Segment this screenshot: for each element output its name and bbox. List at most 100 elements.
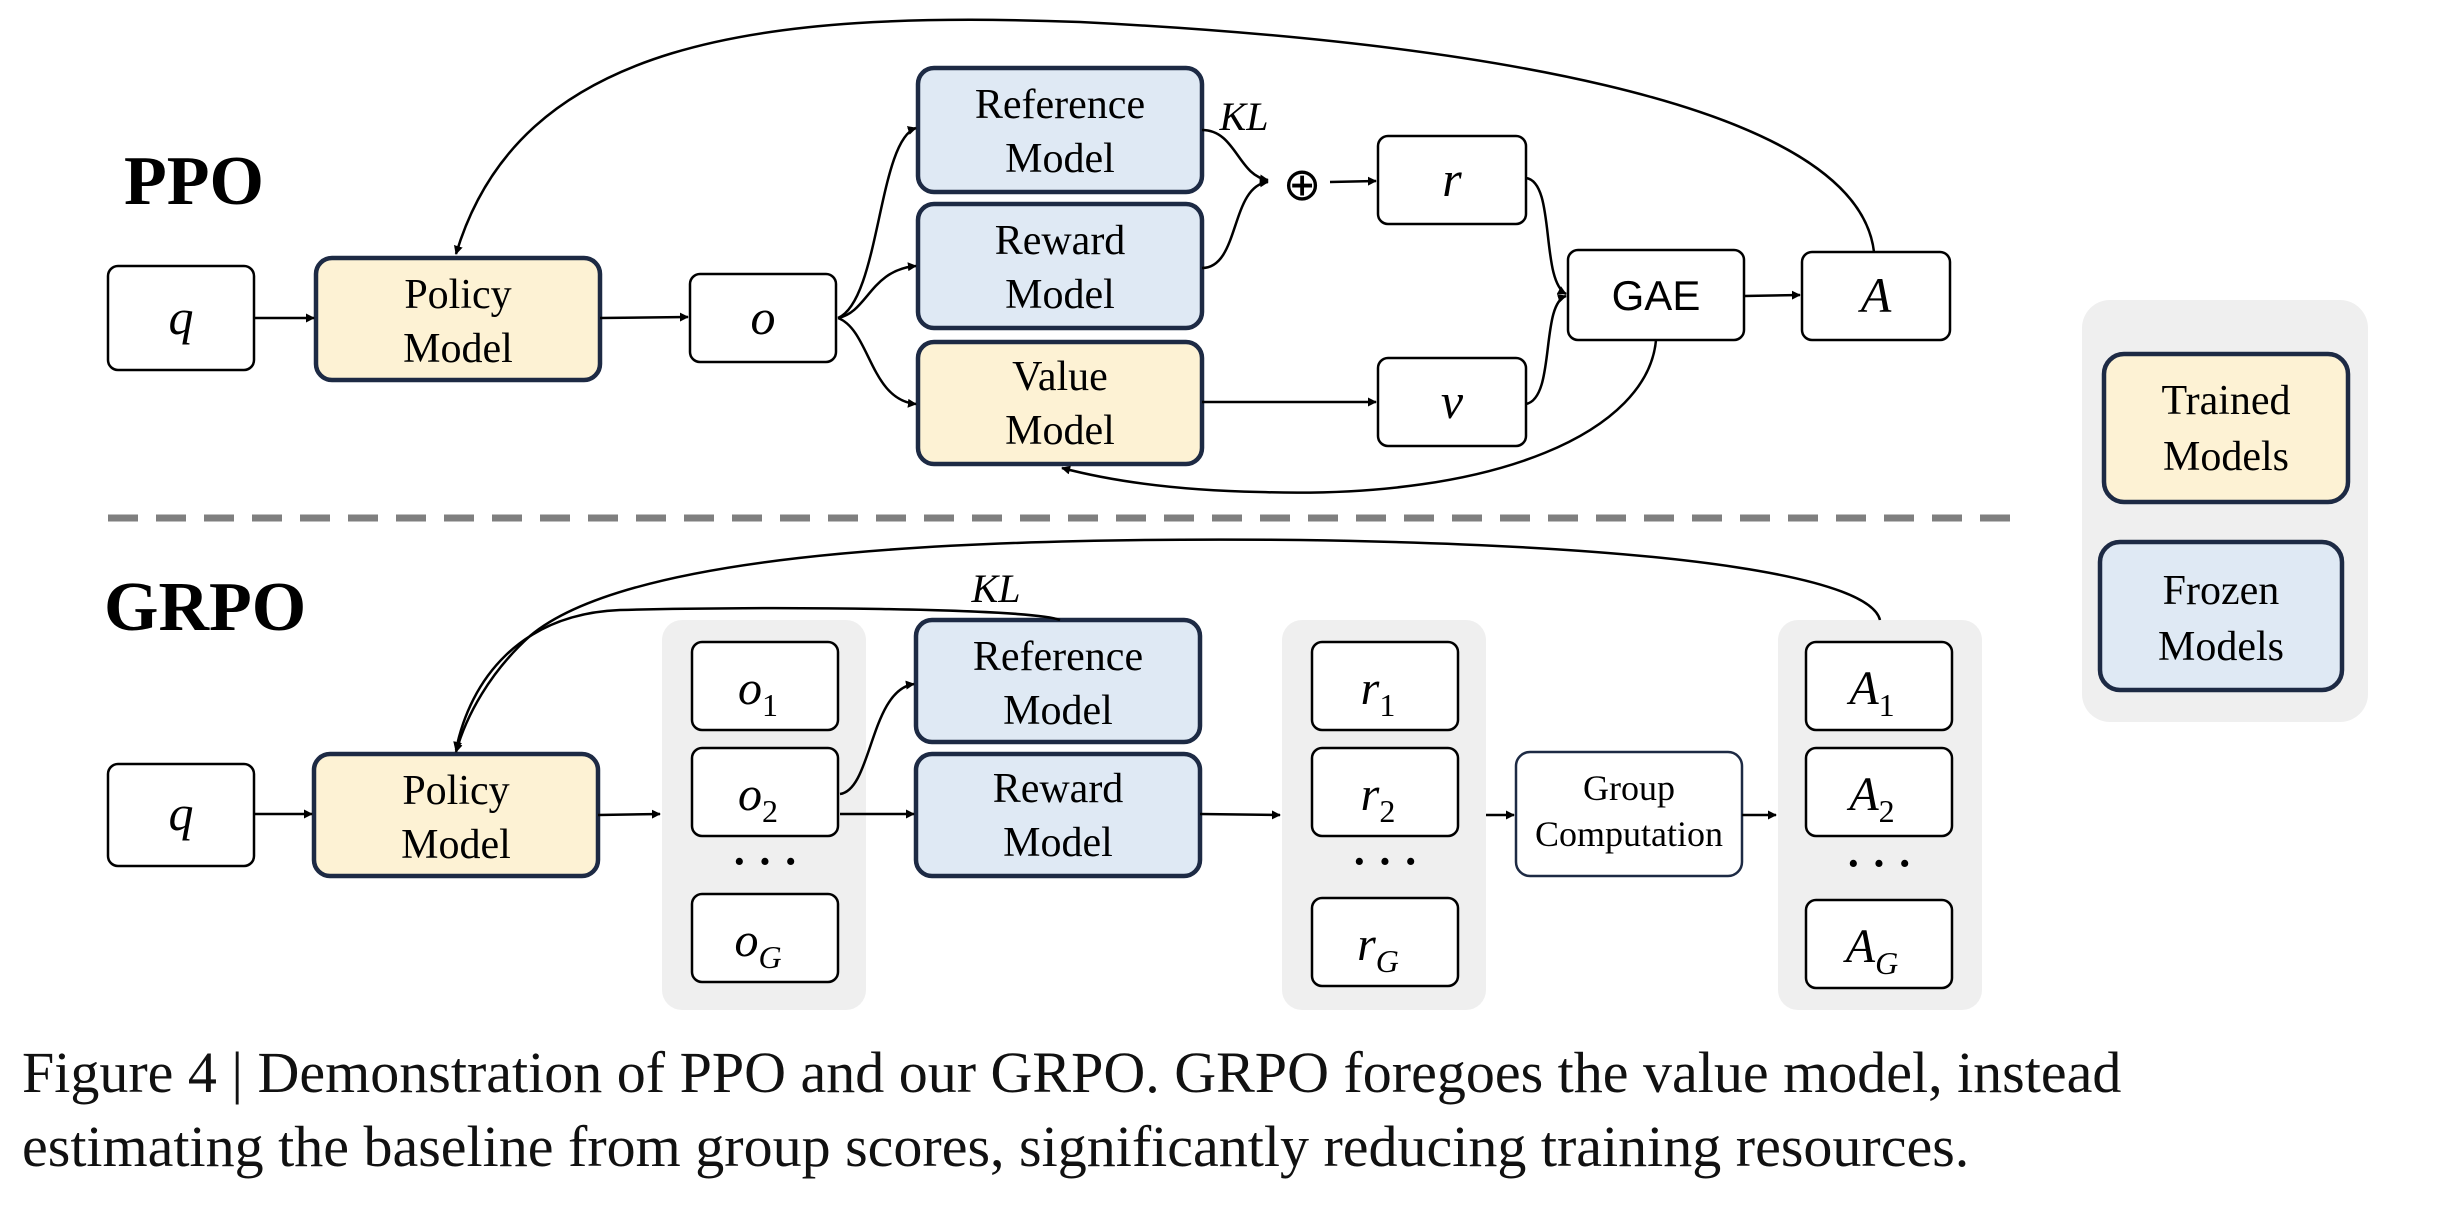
ppo-value-line1: Value bbox=[1012, 354, 1108, 400]
ppo-arrow-o-reward bbox=[837, 262, 917, 320]
grpo-reward-model: Reward Model bbox=[913, 751, 1203, 879]
grpo-arrow-output-reference bbox=[839, 680, 915, 796]
svg-text:o1: o1 bbox=[738, 662, 778, 723]
grpo-arrow-policy-outputs bbox=[597, 809, 661, 819]
legend-frozen-line1: Frozen bbox=[2163, 568, 2280, 614]
grpo-advantage-2-sub: 2 bbox=[1879, 793, 1895, 829]
grpo-output-2: o2 bbox=[690, 746, 840, 838]
svg-text:oG: oG bbox=[734, 914, 781, 975]
svg-text:A1: A1 bbox=[1846, 662, 1894, 723]
grpo-advantage-1: A1 bbox=[1804, 640, 1954, 732]
ppo-q-box: q bbox=[106, 264, 256, 372]
grpo-advantage-g: AG bbox=[1804, 898, 1954, 990]
ppo-arrow-o-reference bbox=[837, 126, 917, 320]
grpo-title: GRPO bbox=[104, 569, 306, 646]
legend-frozen: Frozen Models bbox=[2097, 539, 2345, 693]
ppo-arrow-policy-o bbox=[599, 312, 689, 322]
grpo-advantage-ellipsis: · · · bbox=[1846, 839, 1912, 888]
ppo-arrow-v-gae bbox=[1525, 294, 1567, 406]
grpo-q-label: q bbox=[169, 785, 194, 841]
ppo-a-box: A bbox=[1800, 250, 1952, 342]
grpo-group-line2: Computation bbox=[1535, 814, 1723, 854]
ppo-v-box: v bbox=[1376, 356, 1528, 448]
grpo-advantage-g-base: A bbox=[1843, 920, 1876, 973]
grpo-reference-model: Reference Model bbox=[913, 617, 1203, 745]
grpo-reward-g-sub: G bbox=[1376, 943, 1399, 979]
grpo-reward-line2: Model bbox=[1003, 820, 1113, 866]
grpo-reference-line1: Reference bbox=[973, 634, 1143, 680]
grpo-reward-1: r1 bbox=[1310, 640, 1460, 732]
ppo-policy-model: Policy Model bbox=[313, 255, 603, 383]
ppo-arrow-a-policy bbox=[454, 18, 1876, 255]
ppo-arrow-gae-value bbox=[1061, 339, 1658, 494]
ppo-r-box: r bbox=[1376, 134, 1528, 226]
ppo-value-line2: Model bbox=[1005, 408, 1115, 454]
ppo-arrow-plus-r bbox=[1329, 176, 1377, 186]
grpo-reward-1-sub: 1 bbox=[1379, 687, 1395, 723]
grpo-arrow-reward-rewards bbox=[1199, 810, 1281, 820]
ppo-gae-box: GAE bbox=[1566, 248, 1746, 342]
grpo-advantage-g-sub: G bbox=[1875, 945, 1898, 981]
grpo-reward-2: r2 bbox=[1310, 746, 1460, 838]
ppo-o-label: o bbox=[751, 289, 776, 345]
grpo-reference-line2: Model bbox=[1003, 688, 1113, 734]
figure-caption: Figure 4 | Demonstration of PPO and our … bbox=[22, 1036, 2442, 1184]
ppo-kl-label: KL bbox=[1219, 94, 1269, 139]
ppo-grpo-diagram: PPO GRPO q Policy Model o Reference Mode… bbox=[104, 18, 2368, 1010]
grpo-advantage-1-sub: 1 bbox=[1879, 687, 1895, 723]
ppo-reward-model: Reward Model bbox=[915, 201, 1205, 331]
ppo-o-box: o bbox=[688, 272, 838, 364]
legend-frozen-line2: Models bbox=[2158, 624, 2284, 670]
grpo-output-2-sub: 2 bbox=[762, 793, 778, 829]
grpo-reward-2-sub: 2 bbox=[1379, 793, 1395, 829]
grpo-advantage-2-base: A bbox=[1846, 768, 1879, 821]
grpo-output-g: oG bbox=[690, 892, 840, 984]
grpo-reward-ellipsis: · · · bbox=[1352, 837, 1418, 886]
grpo-reward-2-base: r bbox=[1361, 768, 1380, 821]
grpo-policy-line1: Policy bbox=[402, 768, 509, 814]
svg-text:r1: r1 bbox=[1361, 662, 1396, 723]
ppo-reference-model: Reference Model bbox=[915, 65, 1205, 195]
grpo-kl-label: KL bbox=[971, 566, 1021, 611]
grpo-output-ellipsis: · · · bbox=[732, 837, 798, 886]
grpo-output-1-base: o bbox=[738, 662, 762, 715]
svg-text:o2: o2 bbox=[738, 768, 778, 829]
grpo-output-2-base: o bbox=[738, 768, 762, 821]
grpo-arrow-advantages-policy bbox=[453, 538, 1882, 753]
legend-trained-line2: Models bbox=[2163, 434, 2289, 480]
grpo-q-box: q bbox=[106, 762, 256, 868]
grpo-output-g-base: o bbox=[734, 914, 758, 967]
grpo-group-line1: Group bbox=[1583, 768, 1675, 808]
ppo-reference-line2: Model bbox=[1005, 136, 1115, 182]
caption-line-2: estimating the baseline from group score… bbox=[22, 1114, 1970, 1179]
grpo-policy-model: Policy Model bbox=[311, 751, 601, 879]
ppo-policy-line1: Policy bbox=[404, 272, 511, 318]
legend-trained: Trained Models bbox=[2101, 351, 2351, 505]
grpo-policy-line2: Model bbox=[401, 822, 511, 868]
grpo-output-1: o1 bbox=[690, 640, 840, 732]
svg-text:r2: r2 bbox=[1361, 768, 1396, 829]
grpo-reward-g: rG bbox=[1310, 896, 1460, 988]
ppo-gae-label: GAE bbox=[1612, 272, 1701, 319]
ppo-q-label: q bbox=[169, 289, 194, 345]
ppo-arrow-o-value bbox=[837, 316, 917, 408]
grpo-output-g-sub: G bbox=[758, 939, 781, 975]
grpo-advantage-2: A2 bbox=[1804, 746, 1954, 838]
ppo-v-label: v bbox=[1441, 373, 1464, 429]
svg-text:AG: AG bbox=[1843, 920, 1898, 981]
grpo-arrow-reference-policy bbox=[453, 606, 1061, 751]
ppo-a-label: A bbox=[1858, 267, 1892, 323]
svg-text:rG: rG bbox=[1357, 918, 1399, 979]
ppo-r-label: r bbox=[1442, 151, 1462, 207]
grpo-group-computation: Group Computation bbox=[1514, 750, 1744, 878]
ppo-title: PPO bbox=[124, 143, 264, 220]
grpo-output-1-sub: 1 bbox=[762, 687, 778, 723]
legend-trained-line1: Trained bbox=[2161, 378, 2290, 424]
ppo-plus-symbol: ⊕ bbox=[1283, 157, 1322, 211]
caption-line-1: Figure 4 | Demonstration of PPO and our … bbox=[22, 1040, 2122, 1105]
grpo-reward-line1: Reward bbox=[993, 766, 1124, 812]
grpo-advantage-1-base: A bbox=[1846, 662, 1879, 715]
ppo-reward-line1: Reward bbox=[995, 218, 1126, 264]
grpo-reward-g-base: r bbox=[1357, 918, 1376, 971]
ppo-reward-line2: Model bbox=[1005, 272, 1115, 318]
